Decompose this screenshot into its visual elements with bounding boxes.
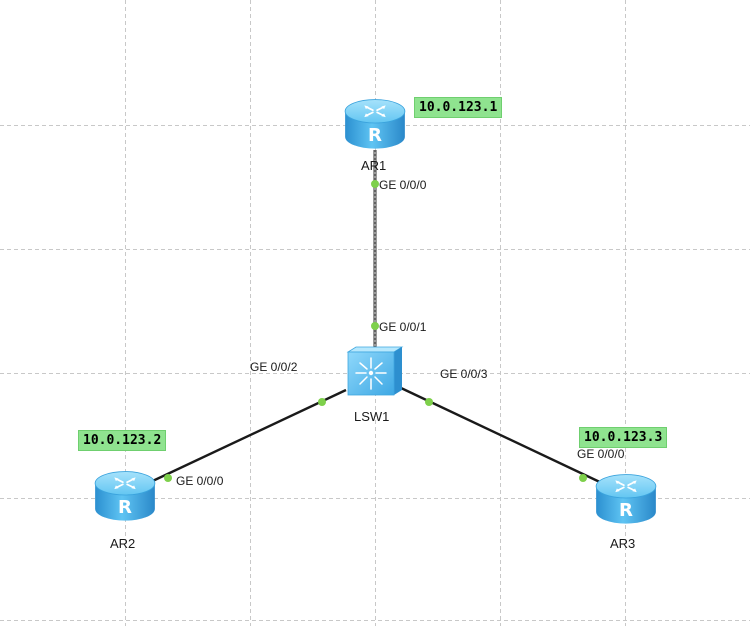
device-label-ar1: AR1 [361,158,387,173]
port-label-lsw1-ge001: GE 0/0/1 [379,320,427,334]
router-icon [595,473,657,525]
router-icon [94,470,156,522]
port-dot-lsw1-ge002 [318,398,326,406]
port-dot-lsw1-ge001 [371,322,379,330]
port-label-ar1-ge000: GE 0/0/0 [379,178,427,192]
port-label-lsw1-ge003: GE 0/0/3 [440,367,488,381]
switch-icon [346,346,404,396]
port-dot-ar3-ge000 [579,474,587,482]
port-dot-lsw1-ge003 [425,398,433,406]
port-dots [164,180,587,482]
router-ar1[interactable] [344,98,406,150]
router-ar3[interactable] [595,473,657,525]
ip-badge-ar1: 10.0.123.1 [414,97,503,118]
link-ar2-lsw1[interactable] [141,388,347,488]
port-dot-ar2-ge000 [164,474,172,482]
ip-badge-ar3: 10.0.123.3 [579,427,668,448]
links [141,150,605,488]
device-label-ar2: AR2 [110,536,136,551]
device-label-ar3: AR3 [610,536,636,551]
link-ar3-lsw1[interactable] [400,386,605,486]
router-icon [344,98,406,150]
port-dot-ar1-ge000 [371,180,379,188]
switch-lsw1[interactable] [346,346,404,396]
device-label-lsw1: LSW1 [354,409,390,424]
port-label-ar3-ge000: GE 0/0/0 [577,447,625,461]
port-label-lsw1-ge002: GE 0/0/2 [250,360,298,374]
ip-badge-ar2: 10.0.123.2 [78,430,167,451]
router-ar2[interactable] [94,470,156,522]
port-label-ar2-ge000: GE 0/0/0 [176,474,224,488]
